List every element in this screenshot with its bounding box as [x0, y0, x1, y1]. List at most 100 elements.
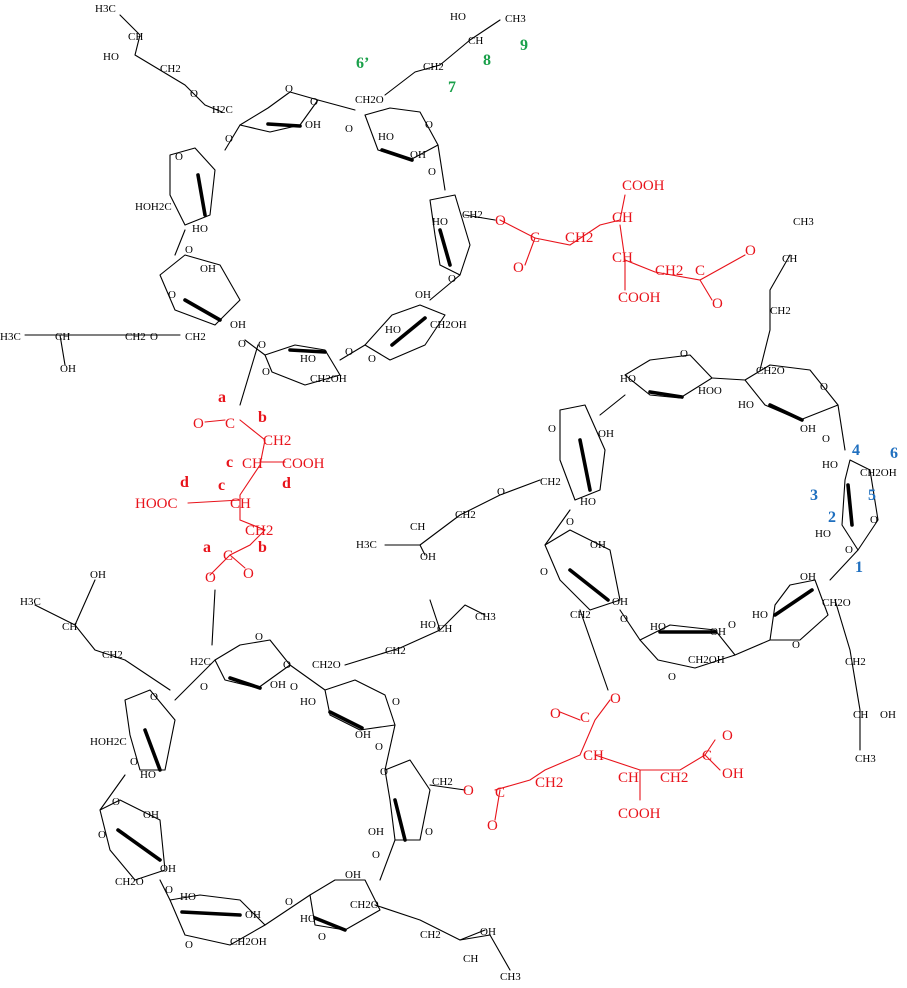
citrate-crosslink-bottom-right: O O C CH CH2 O C O CH CH2 C O OH COOH	[463, 691, 744, 834]
label-ho: HO	[580, 496, 596, 508]
label-ho: HO	[192, 223, 208, 235]
label-ch2oh: CH2OH	[860, 467, 897, 479]
carbon-label-c: c	[218, 477, 225, 494]
label-o: O	[566, 516, 574, 528]
citrate-o: O	[193, 416, 204, 432]
label-ch: CH	[463, 953, 478, 965]
label-o: O	[448, 273, 456, 285]
label-ch: CH	[782, 253, 797, 265]
cyclodextrin-ring-bottom: OH H3C CH CH2 H2C O O O OH O CH2O HO OH …	[20, 569, 521, 983]
citrate-o: O	[495, 213, 506, 229]
label-o: O	[190, 88, 198, 100]
label-o: O	[345, 346, 353, 358]
label-o: O	[540, 566, 548, 578]
label-ch2: CH2	[102, 649, 123, 661]
label-ch2: CH2	[423, 61, 444, 73]
citrate-ch2: CH2	[565, 230, 593, 246]
hp-label-7: 7	[448, 79, 456, 96]
label-ho: HO	[420, 619, 436, 631]
label-oh: OH	[410, 149, 426, 161]
label-oh: OH	[160, 863, 176, 875]
label-ch2o: CH2O	[756, 365, 785, 377]
citrate-o: O	[722, 728, 733, 744]
label-o: O	[668, 671, 676, 683]
label-ch2o: CH2O	[822, 597, 851, 609]
label-ho: HO	[815, 528, 831, 540]
label-oh: OH	[880, 709, 896, 721]
label-o: O	[728, 619, 736, 631]
label-o: O	[255, 631, 263, 643]
label-ch2o: CH2O	[115, 876, 144, 888]
label-ch: CH	[853, 709, 868, 721]
carbon-label-a: a	[218, 389, 226, 406]
citrate-ch2: CH2	[535, 775, 563, 791]
citrate-cooh: COOH	[618, 290, 661, 306]
citrate-ch: CH	[612, 210, 633, 226]
label-ho: HO	[300, 913, 316, 925]
label-oh: OH	[710, 626, 726, 638]
citrate-ch: CH	[612, 250, 633, 266]
label-o: O	[112, 796, 120, 808]
label-oh: OH	[245, 909, 261, 921]
label-ch2: CH2	[160, 63, 181, 75]
label-oh: OH	[230, 319, 246, 331]
label-oh: OH	[368, 826, 384, 838]
label-ch2: CH2	[185, 331, 206, 343]
label-oh: OH	[345, 869, 361, 881]
carbon-label-b: b	[258, 409, 267, 426]
label-oh: OH	[200, 263, 216, 275]
glucose-label-1: 1	[855, 559, 863, 576]
label-o: O	[130, 756, 138, 768]
label-oh: OH	[415, 289, 431, 301]
glucose-label-5: 5	[868, 487, 876, 504]
label-hoh2c: HOH2C	[135, 201, 172, 213]
label-oh: OH	[143, 809, 159, 821]
label-hoh2c: HOH2C	[90, 736, 127, 748]
citrate-c: C	[530, 230, 540, 246]
label-oh: OH	[355, 729, 371, 741]
citrate-cooh: COOH	[618, 806, 661, 822]
label-o: O	[165, 884, 173, 896]
label-oh: OH	[420, 551, 436, 563]
label-hoo: HOO	[698, 385, 722, 397]
label-o: O	[870, 514, 878, 526]
citrate-ch2: CH2	[660, 770, 688, 786]
label-h3c: H3C	[0, 331, 21, 343]
citrate-o: O	[745, 243, 756, 259]
label-h3c: H3C	[95, 3, 116, 15]
citrate-oh: OH	[722, 766, 744, 782]
label-ho: HO	[650, 621, 666, 633]
label-o: O	[425, 119, 433, 131]
label-h3c: H3C	[20, 596, 41, 608]
label-ho: HO	[140, 769, 156, 781]
label-oh: OH	[480, 926, 496, 938]
label-o: O	[290, 681, 298, 693]
label-o: O	[368, 353, 376, 365]
glucose-label-4: 4	[852, 442, 860, 459]
citrate-o: O	[463, 783, 474, 799]
label-o: O	[392, 696, 400, 708]
label-o: O	[792, 639, 800, 651]
citrate-c: C	[695, 263, 705, 279]
label-ho: HO	[738, 399, 754, 411]
citrate-o: O	[205, 570, 216, 586]
citrate-ch: CH	[230, 496, 251, 512]
label-o: O	[185, 939, 193, 951]
citrate-c: C	[702, 748, 712, 764]
glucose-label-2: 2	[828, 509, 836, 526]
citrate-ch: CH	[618, 770, 639, 786]
label-oh: OH	[598, 428, 614, 440]
label-o: O	[845, 544, 853, 556]
citrate-c: C	[225, 416, 235, 432]
label-o: O	[225, 133, 233, 145]
label-h3c: H3C	[356, 539, 377, 551]
label-o: O	[380, 766, 388, 778]
label-ch2: CH2	[455, 509, 476, 521]
label-ch: CH	[55, 331, 70, 343]
label-o: O	[150, 691, 158, 703]
label-o: O	[310, 96, 318, 108]
label-ch: CH	[62, 621, 77, 633]
label-ho: HO	[432, 216, 448, 228]
label-o: O	[262, 366, 270, 378]
label-ho: HO	[385, 324, 401, 336]
